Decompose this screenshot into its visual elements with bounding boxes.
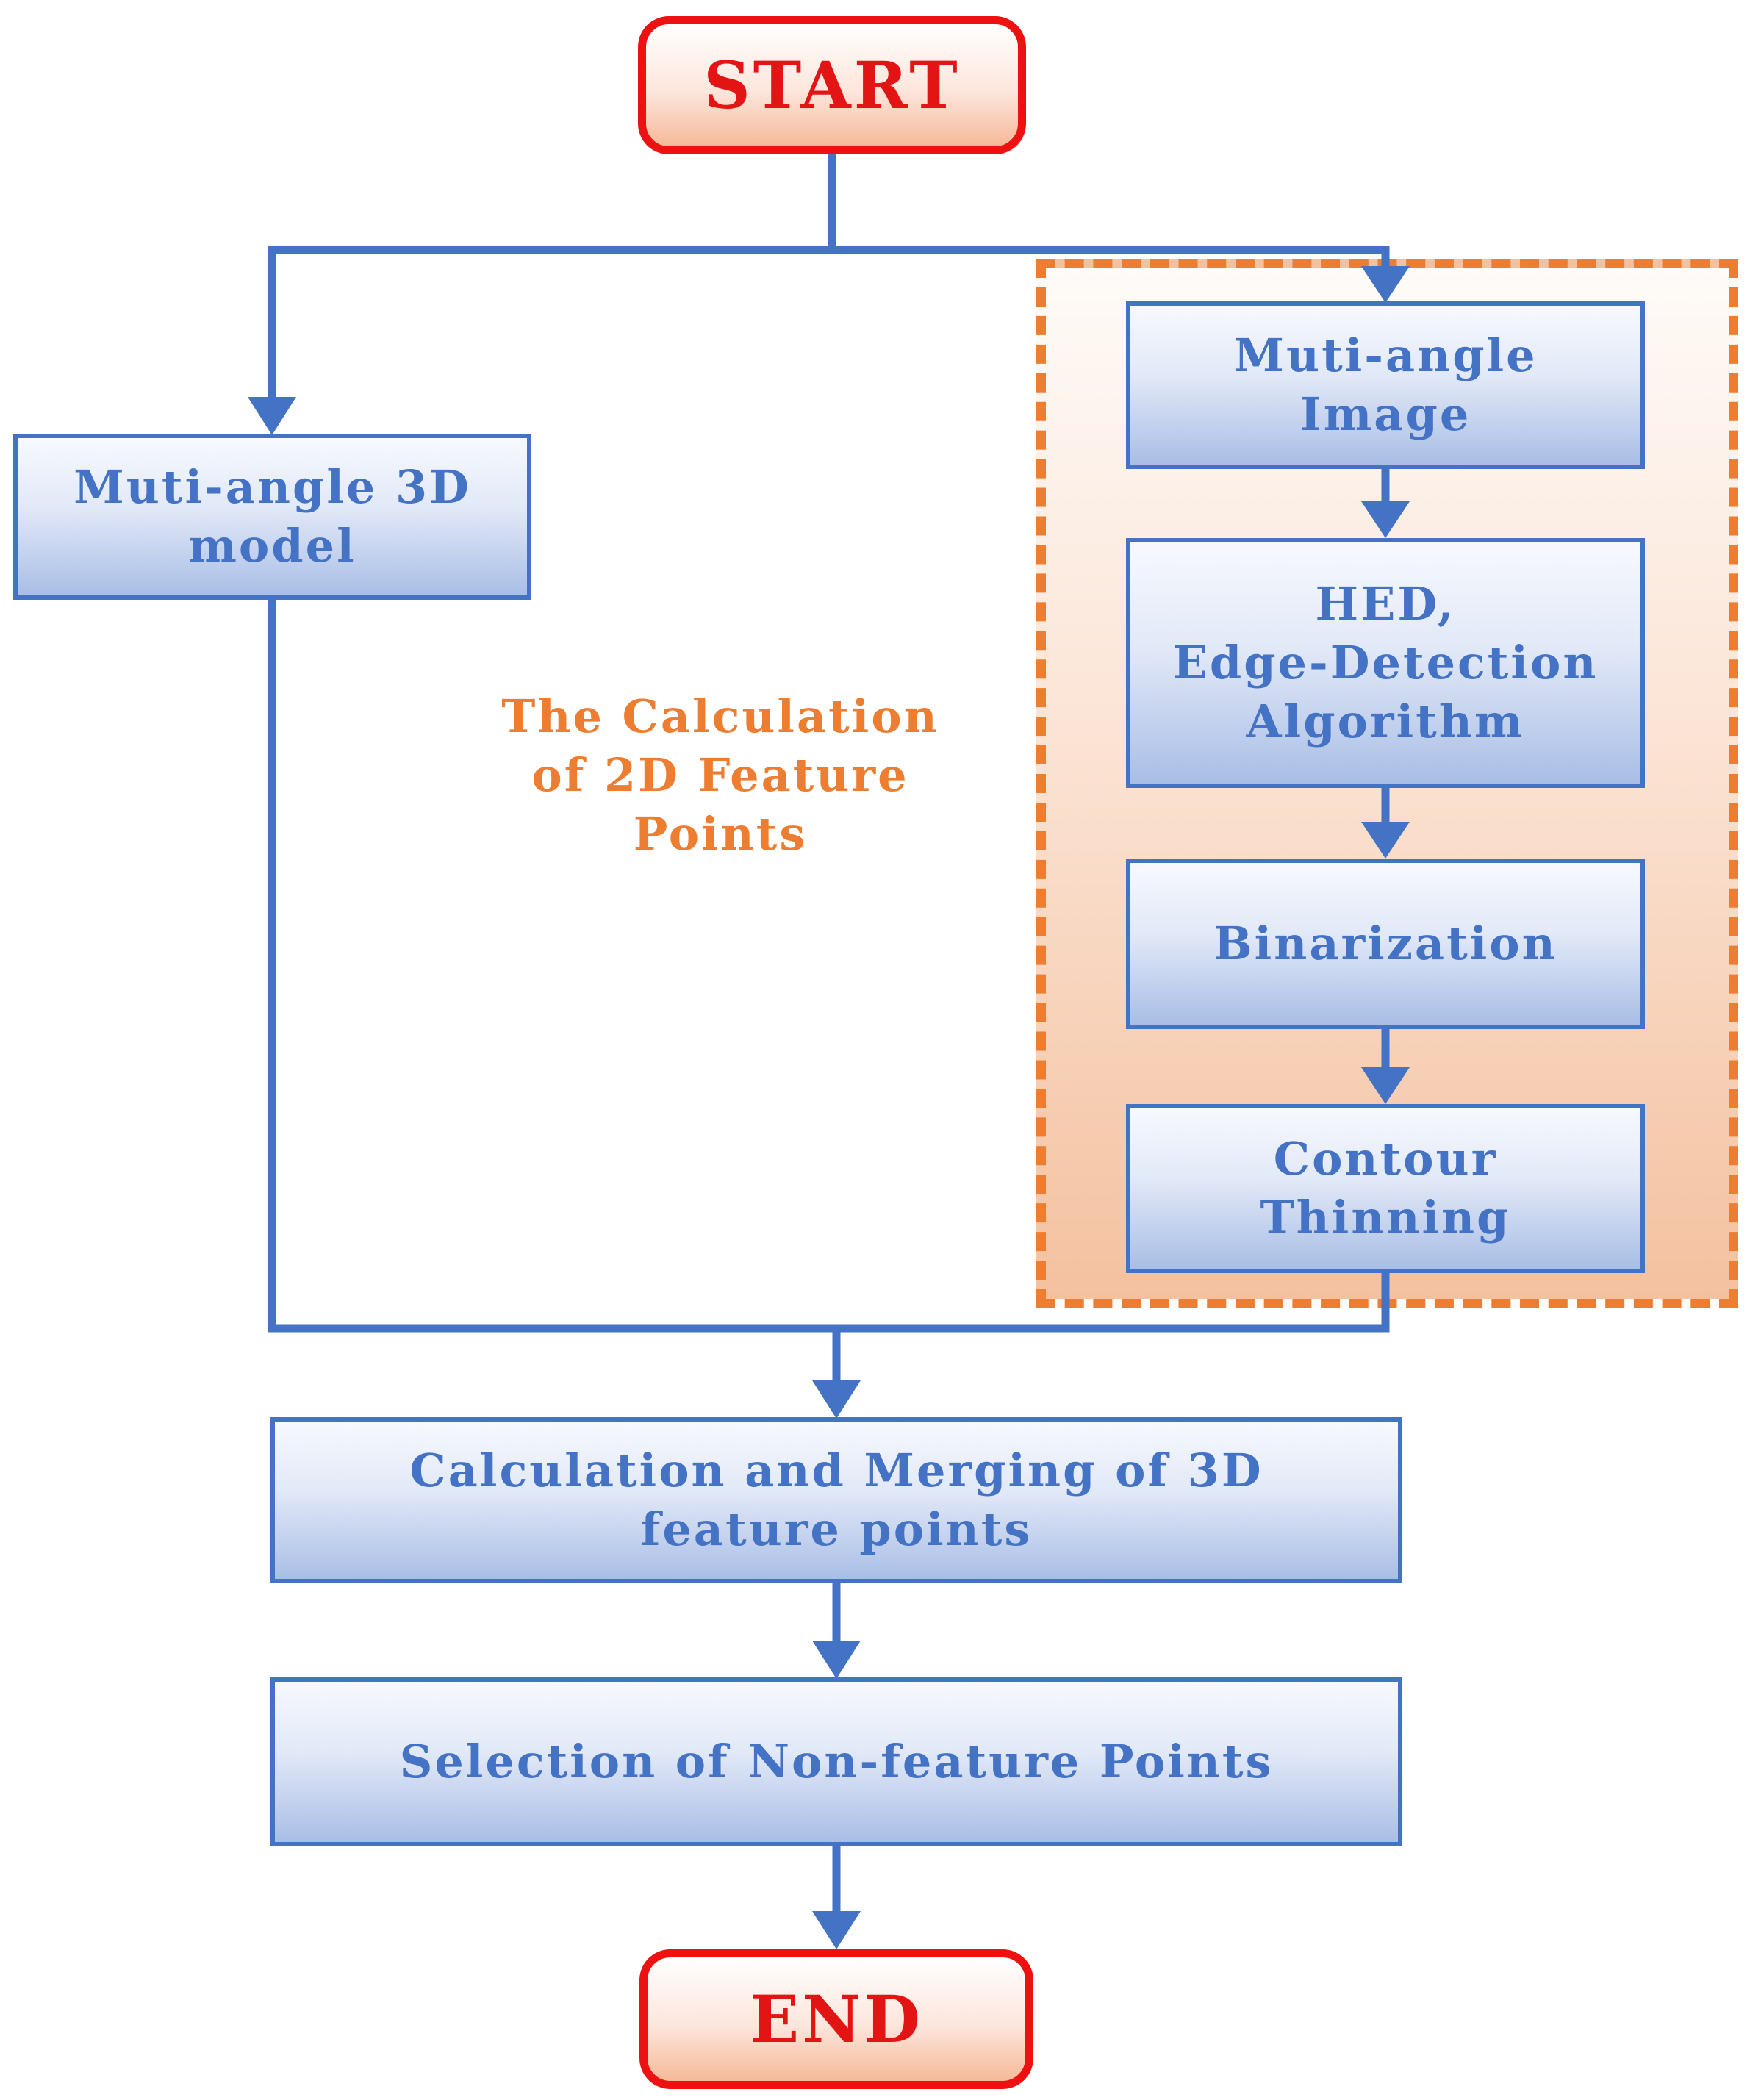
arrowhead [1361, 501, 1410, 538]
arrowhead [248, 397, 296, 435]
step-binarization: Binarization [1126, 859, 1645, 1029]
arrowhead [1361, 266, 1410, 303]
start-node: START [638, 16, 1026, 154]
step-muti-angle-image: Muti-angle Image [1126, 301, 1645, 469]
step-selection-non-feature: Selection of Non-feature Points [270, 1677, 1402, 1846]
arrowhead [812, 1641, 861, 1679]
step-calculation-merging: Calculation and Merging of 3D feature po… [270, 1417, 1402, 1583]
arrowhead [812, 1380, 861, 1419]
connector-split-right [832, 246, 1390, 268]
group-label: The Calculation of 2D Feature Points [501, 689, 939, 861]
connector-left-merge [268, 599, 1390, 1333]
arrowhead [1361, 822, 1410, 859]
arrowhead [812, 1911, 861, 1949]
connector-split-left [268, 246, 832, 401]
step-contour-thinning: Contour Thinning [1126, 1104, 1645, 1273]
step-hed-edge-detection: HED, Edge-Detection Algorithm [1126, 538, 1645, 788]
end-node: END [639, 1949, 1033, 2089]
arrowhead [1361, 1067, 1410, 1104]
step-muti-angle-3d-model: Muti-angle 3D model [13, 434, 531, 600]
